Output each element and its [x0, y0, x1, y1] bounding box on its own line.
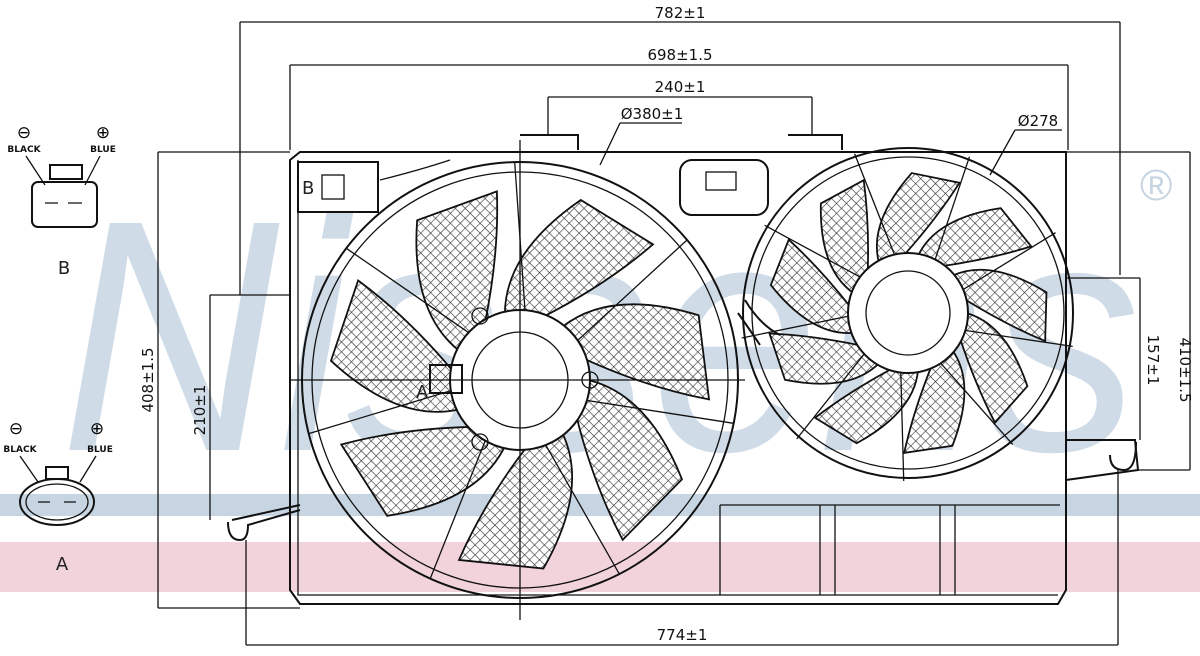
- dim-left-mount-height: 210±1: [191, 385, 209, 436]
- dim-overall-width: 782±1: [655, 4, 706, 22]
- fan-blade: [819, 178, 869, 295]
- dim-small-fan-diameter: Ø278: [1018, 112, 1058, 130]
- fan-strut: [345, 247, 471, 335]
- dim-right-mount-height: 157±1: [1144, 335, 1162, 386]
- connector-b-detail: ⊖ ⊕ BLACK BLUE B: [7, 123, 115, 279]
- fan-strut: [741, 315, 851, 339]
- fan-blade: [768, 332, 881, 385]
- fan-blade: [457, 432, 574, 570]
- dimension-lines: [157, 21, 1191, 646]
- fan-blade: [916, 207, 1033, 268]
- callout-connector-b: B: [302, 178, 314, 199]
- fan-strut: [963, 329, 1073, 348]
- dim-bottom-width: 774±1: [657, 626, 708, 644]
- fan-strut: [575, 239, 688, 343]
- dimension-labels: 782±1 698±1.5 240±1 Ø380±1 Ø278 408±1.5 …: [139, 4, 1194, 644]
- fan-strut: [961, 232, 1056, 292]
- fan-blade: [329, 279, 460, 413]
- fan-strut: [853, 153, 896, 257]
- large-fan-blades: [308, 162, 734, 579]
- connector-a-housing: [429, 364, 463, 394]
- dim-inner-width: 698±1.5: [647, 46, 712, 64]
- small-fan: [379, 147, 1074, 481]
- dim-overall-height: 408±1.5: [139, 347, 157, 412]
- fan-strut: [933, 156, 971, 262]
- fan-blade: [875, 172, 961, 264]
- fan-blade: [903, 349, 966, 455]
- watermark-registered: ®: [1140, 161, 1172, 210]
- fan-blade: [339, 426, 507, 517]
- fan-strut: [584, 399, 734, 424]
- connector-b-blue-label: BLUE: [90, 145, 116, 155]
- connector-a-positive-icon: ⊕: [90, 419, 104, 438]
- large-fan: [290, 140, 745, 620]
- fan-blade: [503, 198, 655, 318]
- fan-blade: [959, 311, 1029, 425]
- fan-strut: [938, 361, 1014, 445]
- callout-connector-a: A: [416, 382, 429, 403]
- fan-strut: [900, 370, 905, 481]
- fan-strut: [308, 389, 453, 435]
- fan-strut: [544, 442, 620, 575]
- connector-a-black-label: BLACK: [3, 445, 37, 455]
- watermark-band-pink: [0, 542, 1200, 592]
- dim-large-fan-diameter: Ø380±1: [621, 105, 684, 123]
- fan-strut: [764, 224, 863, 279]
- connector-b-label: B: [58, 258, 70, 279]
- fan-blade: [769, 238, 855, 334]
- connector-a-label: A: [56, 554, 69, 575]
- fan-strut: [796, 352, 866, 440]
- connector-a-blue-label: BLUE: [87, 445, 113, 455]
- fan-strut: [429, 438, 487, 579]
- connector-b-black-label: BLACK: [7, 145, 41, 155]
- shroud-frame: [227, 134, 1140, 605]
- dim-mount-spacing: 240±1: [655, 78, 706, 96]
- fan-blade: [951, 268, 1048, 343]
- connector-a-negative-icon: ⊖: [9, 419, 23, 438]
- connector-b-negative-icon: ⊖: [17, 123, 31, 142]
- dim-right-height: 410±1.5: [1176, 337, 1194, 402]
- fan-blade: [575, 378, 684, 542]
- connector-b-positive-icon: ⊕: [96, 123, 110, 142]
- fan-blade: [813, 367, 920, 445]
- small-fan-blades: [741, 153, 1073, 481]
- connector-a-detail: ⊖ ⊕ BLACK BLUE A: [3, 419, 112, 575]
- fan-blade: [561, 303, 711, 401]
